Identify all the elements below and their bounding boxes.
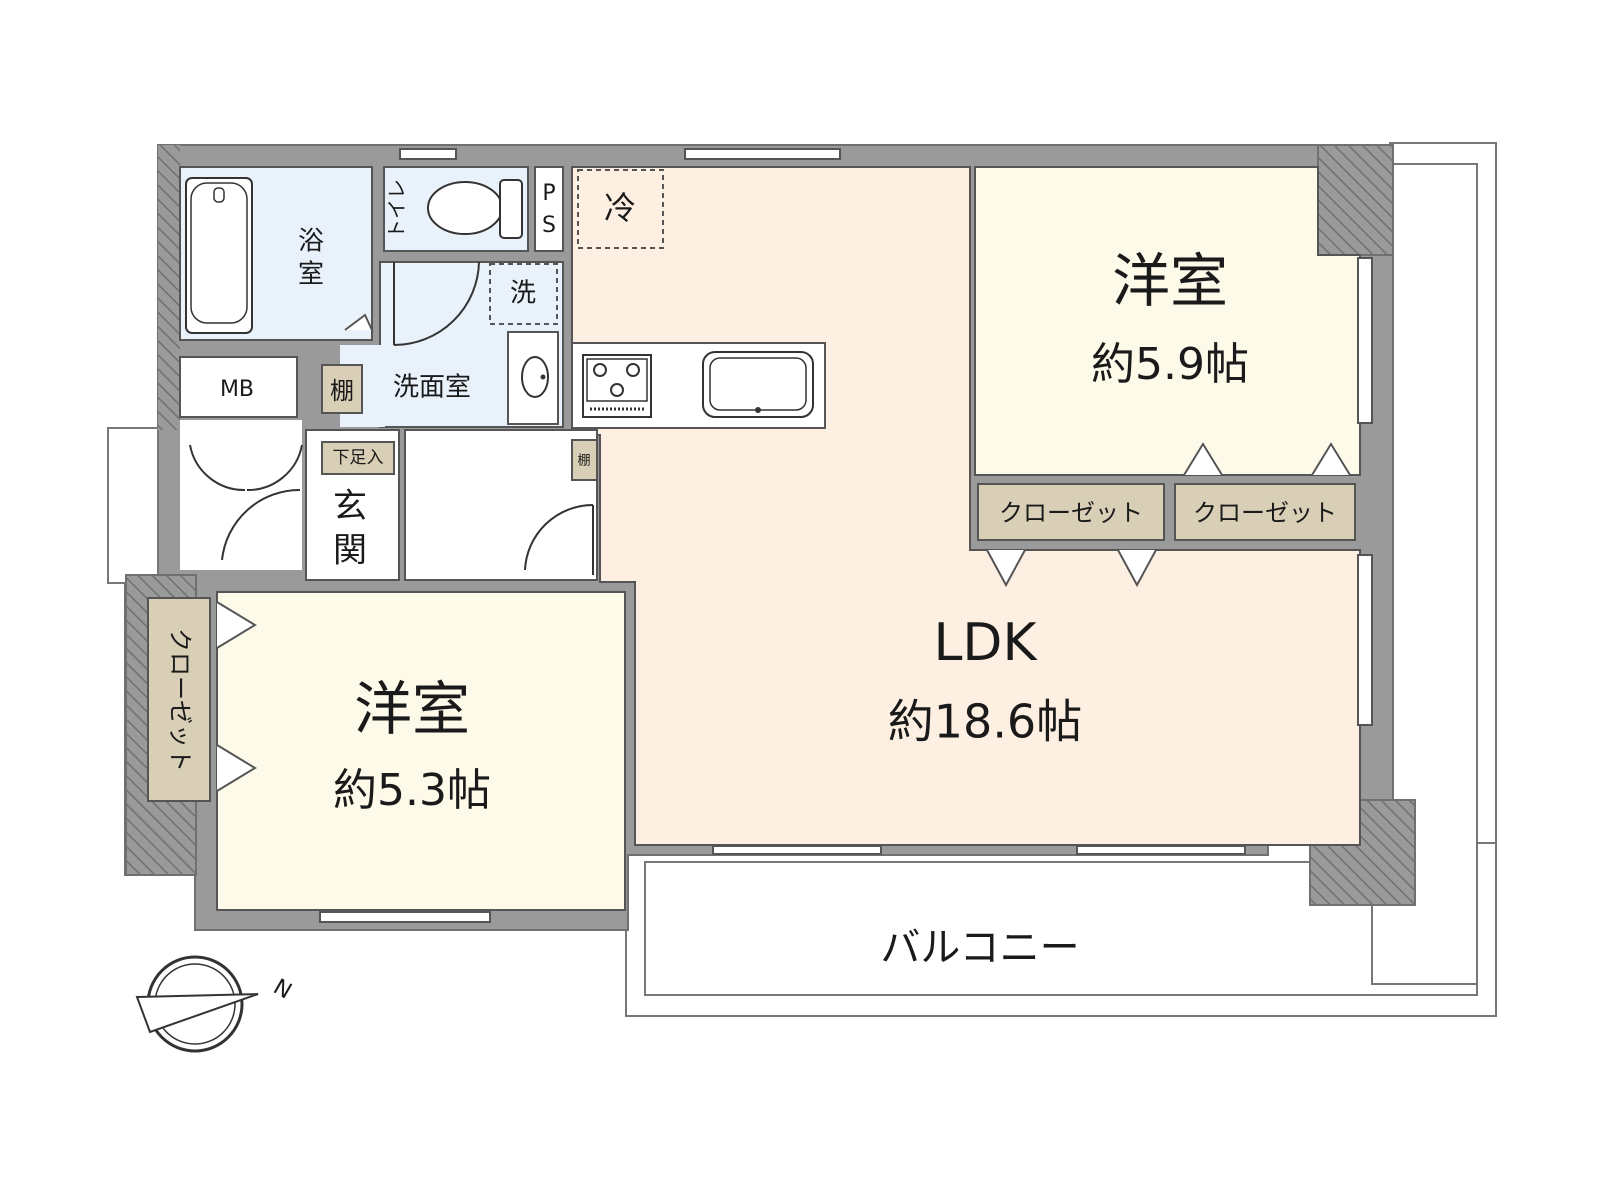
closets	[147, 364, 1356, 802]
bedroom-ne-label: 洋室	[1112, 247, 1228, 315]
shelf-washroom-label: 棚	[330, 377, 354, 405]
ps-label-top: P	[542, 181, 555, 206]
ldk-label: LDK	[933, 613, 1038, 673]
north-label: N	[269, 975, 296, 1005]
closet-ne-2-label: クローゼット	[1193, 499, 1337, 527]
bath-label-top: 浴	[298, 227, 324, 257]
mb-label: MB	[220, 377, 254, 402]
kitchen-sink-icon	[702, 351, 814, 418]
doors	[189, 261, 594, 575]
kitchen-counter	[571, 342, 826, 429]
closet-ne-2	[1174, 483, 1356, 541]
bedroom-ne-area: 約5.9帖	[1091, 339, 1249, 390]
washroom-label: 洗面室	[393, 373, 471, 403]
stove-icon	[582, 354, 652, 418]
closet-ne-1-label: クローゼット	[999, 499, 1143, 527]
balcony-label: バルコニー	[880, 925, 1079, 971]
windows	[319, 148, 1373, 923]
washbasin-icon	[507, 331, 559, 425]
ldk-area: 約18.6帖	[888, 695, 1082, 749]
bathtub-icon	[185, 177, 253, 334]
toilet-icon	[427, 179, 523, 239]
closet-doors	[216, 313, 1351, 792]
fridge-label: 冷	[604, 189, 636, 227]
shelf-kitchen	[571, 439, 598, 481]
closet-sw	[147, 597, 211, 802]
entrance-label-bottom: 関	[333, 531, 367, 571]
washer-label: 洗	[510, 279, 536, 309]
bedroom-sw-area: 約5.3帖	[333, 765, 491, 816]
closet-ne-1	[977, 483, 1165, 541]
shelf-washroom	[321, 364, 363, 414]
shoe-box	[321, 441, 395, 475]
toilet-label: トイレ	[385, 179, 409, 239]
compass-icon: N	[135, 955, 296, 1053]
bedroom-sw-label: 洋室	[354, 675, 470, 743]
bath-label-bottom: 室	[298, 260, 324, 290]
shelf-kitchen-label: 棚	[577, 454, 590, 469]
closet-sw-label: クローゼット	[166, 628, 194, 772]
shoe-box-label: 下足入	[333, 448, 384, 468]
entrance-label-top: 玄	[333, 487, 367, 527]
ps-label-bottom: S	[542, 213, 556, 238]
